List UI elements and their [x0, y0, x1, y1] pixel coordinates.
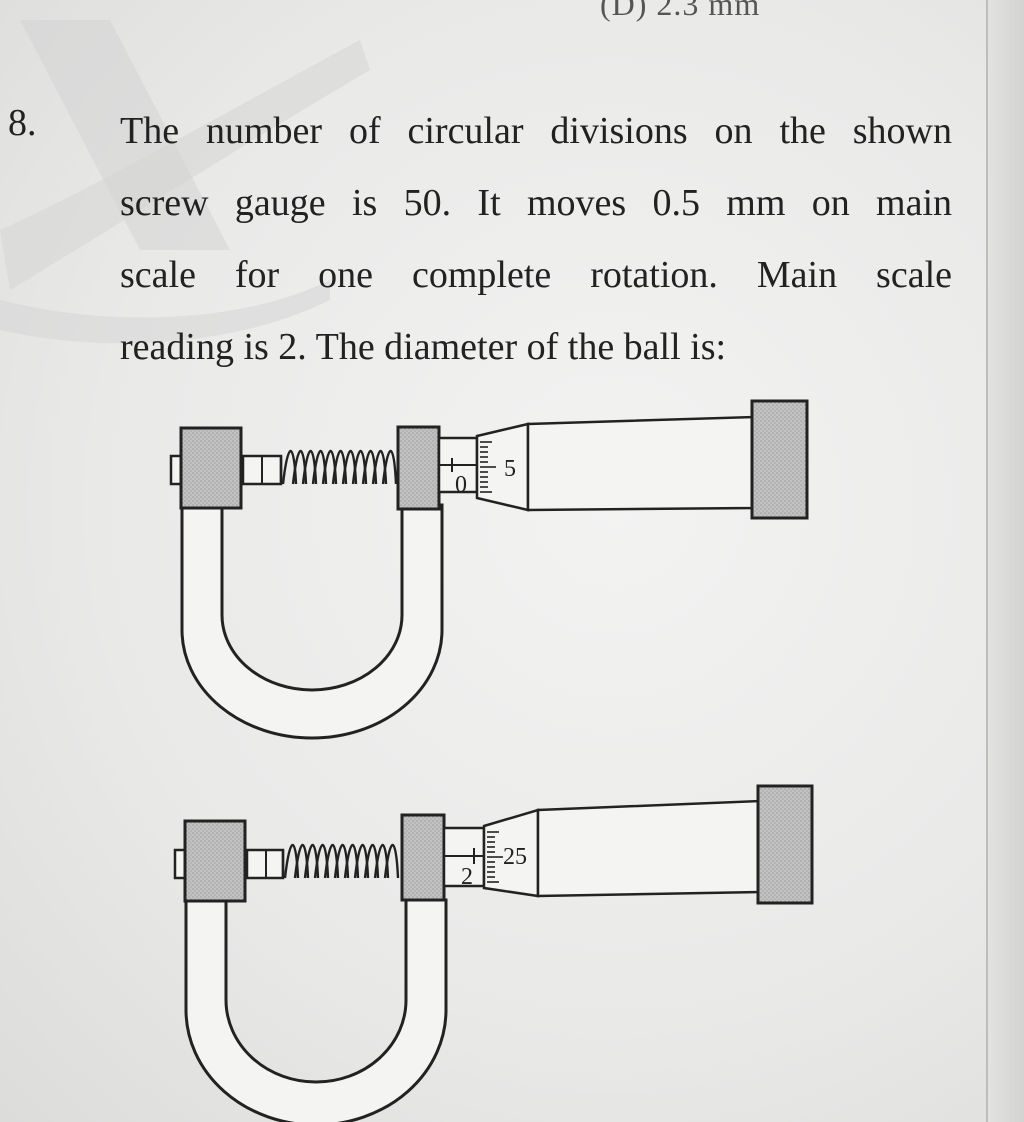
question-line: reading is 2. The diameter of the ball i…: [120, 326, 727, 368]
circular-scale-label: 5: [504, 456, 516, 482]
sleeve-block: [400, 813, 446, 902]
spindle-threads: [279, 449, 398, 485]
previous-option-fragment: (D) 2.3 mm: [600, 0, 761, 22]
sleeve-block: [396, 425, 441, 511]
ratchet-knob: [750, 399, 809, 520]
gauge-frame: [184, 898, 448, 1122]
screw-gauge-zero-reading: 0 5: [169, 399, 809, 740]
question-line: screw gauge is 50. It moves 0.5 mm on ma…: [120, 182, 952, 224]
ratchet-knob: [756, 784, 814, 905]
main-scale-label: 2: [461, 864, 473, 890]
page-edge: [986, 0, 1024, 1122]
watermark-logo: [0, 20, 370, 344]
question-line: The number of circular divisions on the …: [120, 110, 952, 152]
question-number: 8.: [8, 102, 37, 144]
main-scale-label: 0: [455, 472, 467, 498]
screw-gauge-ball-reading: 2 25: [173, 784, 814, 1122]
spindle-threads: [281, 843, 400, 879]
circular-scale-ticks: [480, 441, 496, 493]
question-line: scale for one complete rotation. Main sc…: [120, 254, 952, 296]
thimble-body: [536, 799, 762, 898]
circular-scale-ticks: [487, 831, 503, 883]
question-text: The number of circular divisions on the …: [120, 95, 952, 383]
thimble-body: [526, 415, 756, 512]
circular-scale-label: 25: [503, 844, 527, 870]
gauge-frame: [180, 503, 444, 740]
anvil-block: [183, 819, 247, 903]
anvil-block: [179, 426, 243, 510]
